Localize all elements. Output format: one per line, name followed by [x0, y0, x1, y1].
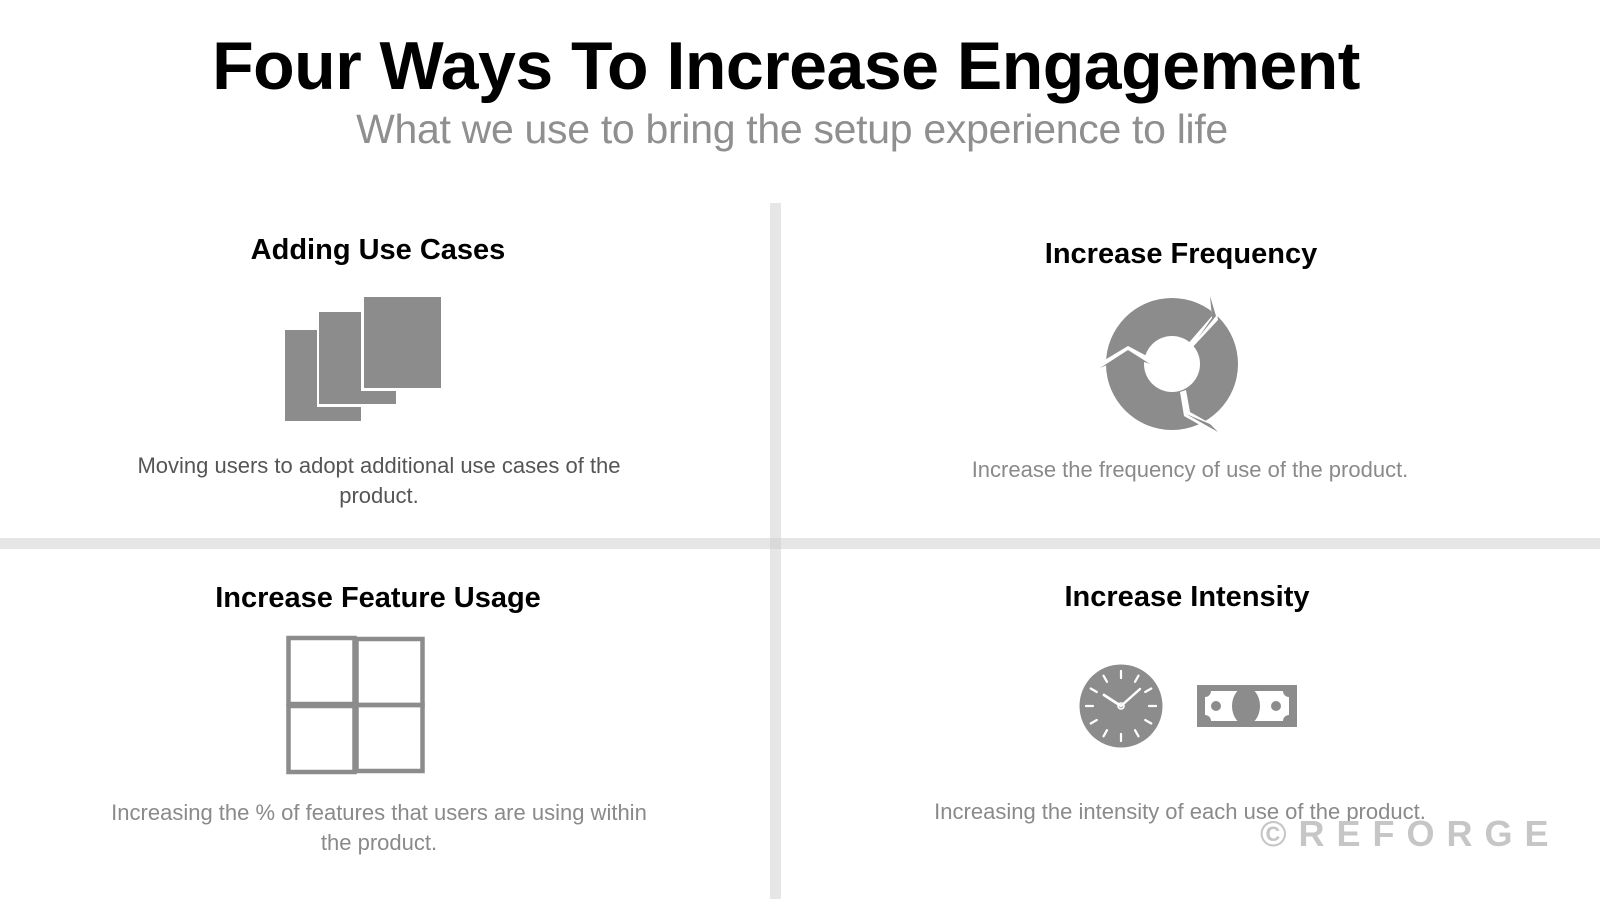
- quadrant-heading: Increase Frequency: [1044, 238, 1318, 270]
- quadrant-description: Increasing the % of features that users …: [111, 800, 647, 855]
- quadrant-description: Moving users to adopt additional use cas…: [137, 453, 621, 508]
- clock-icon: [1079, 664, 1163, 748]
- page-title: Four Ways To Increase Engagement: [212, 28, 1360, 104]
- four-squares-grid-icon: [286, 635, 425, 775]
- quadrant-description: Increase the frequency of use of the pro…: [971, 457, 1409, 482]
- reforge-watermark: ©REFORGE: [1260, 813, 1561, 854]
- quadrant-heading: Increase Feature Usage: [215, 582, 541, 614]
- banknote-icon: [1197, 685, 1297, 727]
- stacked-pages-icon: [285, 297, 441, 421]
- vertical-divider: [770, 203, 781, 899]
- divider-intersection: [770, 538, 781, 549]
- horizontal-divider: [0, 538, 1600, 549]
- quadrant-heading: Increase Intensity: [1064, 581, 1310, 613]
- page-subtitle: What we use to bring the setup experienc…: [356, 106, 1228, 152]
- quadrant-heading: Adding Use Cases: [250, 234, 506, 266]
- cycle-arrows-icon: [1100, 296, 1238, 432]
- quadrant-description: Increasing the intensity of each use of …: [934, 799, 1426, 824]
